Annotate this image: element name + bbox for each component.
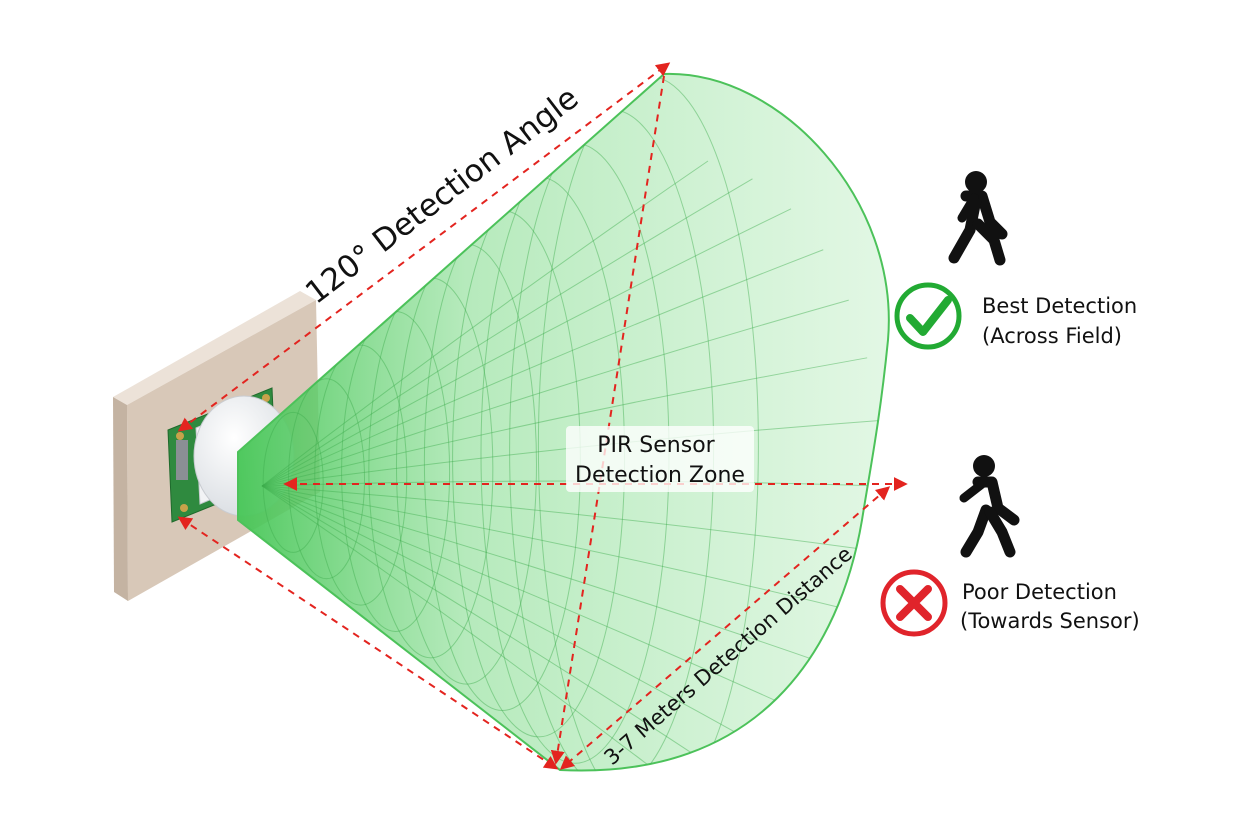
zone-label-line2: Detection Zone bbox=[575, 463, 745, 488]
distance-arrow bbox=[559, 486, 891, 770]
cross-icon bbox=[880, 569, 948, 637]
zone-label: PIR Sensor Detection Zone bbox=[566, 426, 754, 492]
walking-person-icon bbox=[948, 171, 1008, 266]
angle-arrow-bottom bbox=[177, 516, 559, 770]
best-detection-subtitle: (Across Field) bbox=[982, 324, 1122, 348]
zone-label-line1: PIR Sensor bbox=[597, 433, 715, 458]
poor-detection-title: Poor Detection bbox=[962, 580, 1117, 604]
best-detection-legend: Best Detection (Across Field) bbox=[894, 171, 1137, 350]
best-detection-title: Best Detection bbox=[982, 294, 1137, 318]
detection-zone bbox=[237, 72, 890, 772]
measurement-arrows bbox=[177, 62, 908, 770]
check-icon bbox=[894, 282, 962, 350]
angle-arrow-top bbox=[177, 62, 671, 432]
walking-person-icon bbox=[959, 455, 1020, 558]
poor-detection-legend: Poor Detection (Towards Sensor) bbox=[880, 455, 1140, 637]
poor-detection-subtitle: (Towards Sensor) bbox=[960, 609, 1140, 633]
